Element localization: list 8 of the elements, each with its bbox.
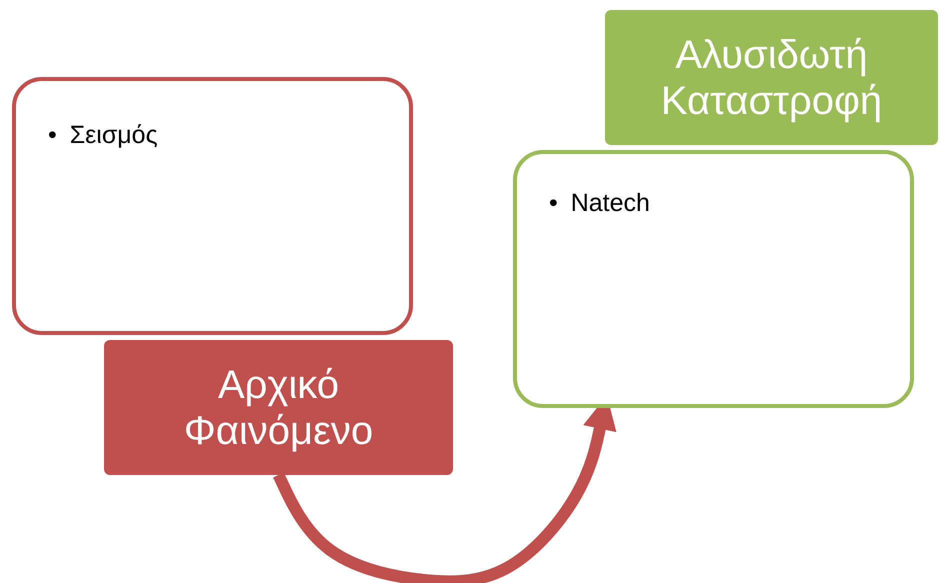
bullet-item: • Σεισμός: [48, 121, 158, 150]
heading-box: [605, 10, 938, 145]
bullet-item: • Natech: [549, 189, 650, 218]
content-box: [12, 77, 413, 335]
heading-text: Αρχικό Φαινόμενο: [182, 362, 374, 454]
content-box: [513, 150, 914, 408]
heading-box: [104, 340, 453, 475]
heading-text: Αλυσιδωτή Καταστροφή: [660, 32, 884, 124]
